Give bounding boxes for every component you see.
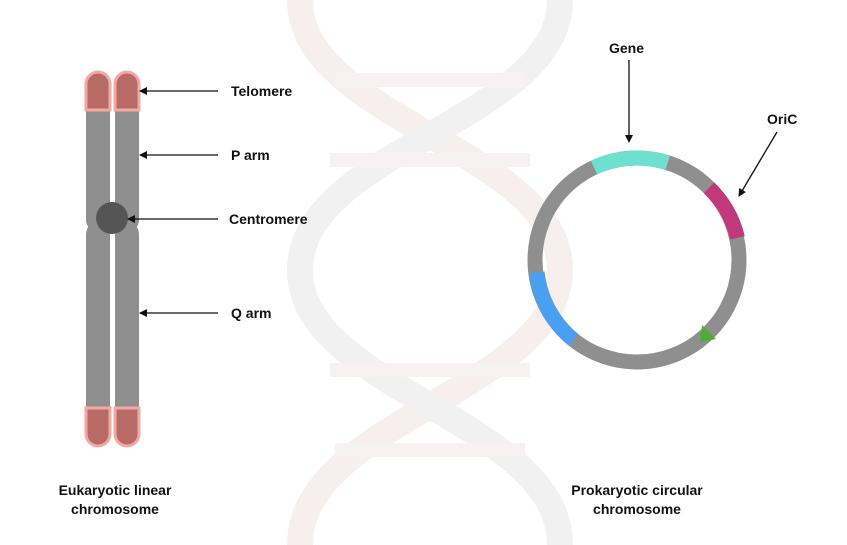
eukaryotic-chromosome xyxy=(84,70,141,448)
p-arm-label: P arm xyxy=(231,147,270,163)
direction-marker xyxy=(700,325,716,342)
eukaryotic-caption: Eukaryotic linear chromosome xyxy=(20,481,210,519)
prokaryotic-caption-line1: Prokaryotic circular xyxy=(571,482,703,498)
eukaryotic-caption-line2: chromosome xyxy=(71,501,159,517)
chromatid-left-lower xyxy=(86,222,110,446)
telomere-bottom-left xyxy=(84,406,112,448)
eukaryotic-pointers xyxy=(127,87,218,317)
oric-label: OriC xyxy=(767,111,798,127)
centromere-label: Centromere xyxy=(229,211,308,227)
telomere-label: Telomere xyxy=(231,83,293,99)
chromatid-right-lower xyxy=(115,222,139,446)
dna-watermark xyxy=(286,0,574,545)
telomere-top-right xyxy=(113,70,141,112)
prokaryotic-caption: Prokaryotic circular chromosome xyxy=(527,481,747,519)
prokaryotic-chromosome xyxy=(527,150,747,370)
telomere-top-left xyxy=(84,70,112,112)
prokaryotic-pointers xyxy=(625,60,778,197)
gene-segment xyxy=(590,150,670,175)
eukaryotic-caption-line1: Eukaryotic linear xyxy=(58,482,172,498)
oric-segment xyxy=(703,182,745,240)
telomere-bottom-right xyxy=(113,406,141,448)
chromatid-right-upper xyxy=(115,72,139,232)
oric-arrow xyxy=(738,131,778,197)
blue-segment xyxy=(529,271,579,347)
centromere xyxy=(96,202,128,234)
chromatid-left-upper xyxy=(86,72,110,232)
gene-label: Gene xyxy=(609,40,645,56)
prokaryotic-caption-line2: chromosome xyxy=(593,501,681,517)
q-arm-label: Q arm xyxy=(231,305,272,321)
